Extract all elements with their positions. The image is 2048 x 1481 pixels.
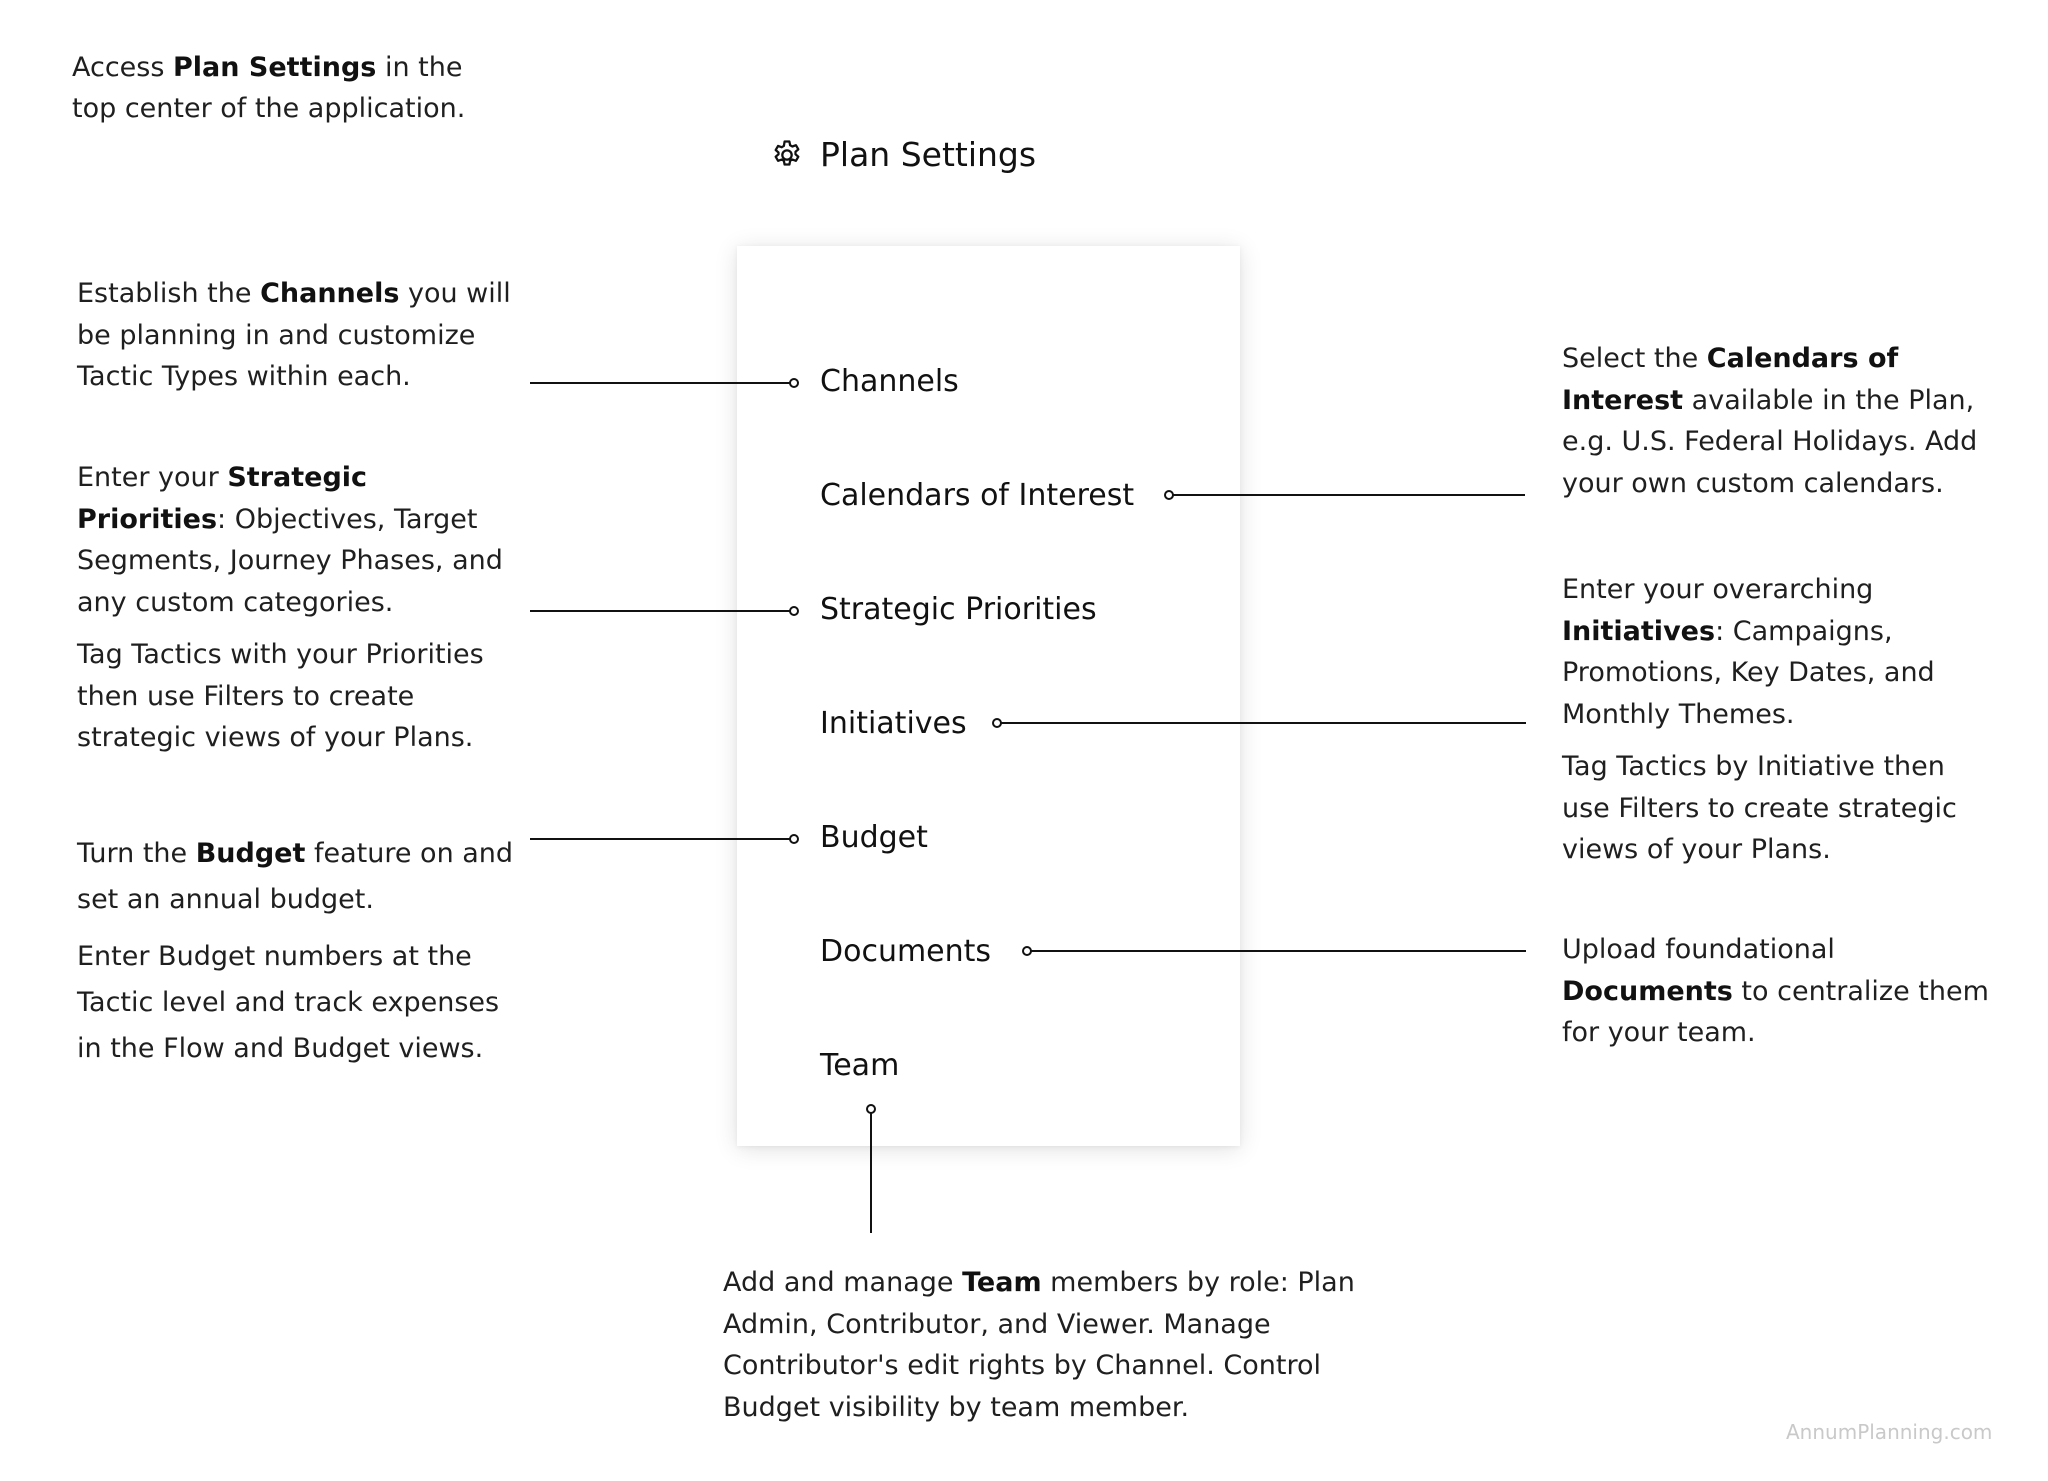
annotation-budget: Turn the Budget feature on and set an an… (77, 838, 514, 1064)
menu-item-calendars-of-interest[interactable]: Calendars of Interest (820, 478, 1135, 513)
menu-item-team[interactable]: Team (820, 1048, 900, 1083)
connector-dot-initiatives (992, 718, 1002, 728)
annotation-strategic-priorities: Enter your Strategic Priorities: Objecti… (77, 462, 503, 753)
connector-dot-calendars (1164, 490, 1174, 500)
connector-dot-team (866, 1104, 876, 1114)
annotation-team: Add and manage Team members by role: Pla… (723, 1267, 1355, 1423)
plan-settings-header[interactable]: Plan Settings (770, 135, 1036, 174)
menu-item-channels[interactable]: Channels (820, 364, 959, 399)
intro-annotation: Access Plan Settings in the top center o… (72, 52, 466, 124)
plan-settings-title: Plan Settings (820, 135, 1037, 174)
connector-dot-strategic (789, 606, 799, 616)
connector-dot-channels (789, 378, 799, 388)
annotation-initiatives: Enter your overarching Initiatives: Camp… (1562, 574, 1957, 865)
connector-dot-documents (1022, 946, 1032, 956)
menu-item-initiatives[interactable]: Initiatives (820, 706, 967, 741)
annotation-channels: Establish the Channels you will be plann… (77, 278, 511, 392)
watermark: AnnumPlanning.com (1786, 1420, 1993, 1444)
intro-bold: Plan Settings (173, 52, 377, 83)
menu-item-budget[interactable]: Budget (820, 820, 928, 855)
connector-dot-budget (789, 834, 799, 844)
annotation-documents: Upload foundational Documents to central… (1562, 934, 1989, 1048)
gear-icon (774, 139, 800, 166)
menu-item-documents[interactable]: Documents (820, 934, 992, 969)
menu-item-strategic-priorities[interactable]: Strategic Priorities (820, 592, 1097, 627)
annotation-calendars-of-interest: Select the Calendars of Interest availab… (1562, 343, 1978, 499)
settings-panel (737, 246, 1240, 1146)
